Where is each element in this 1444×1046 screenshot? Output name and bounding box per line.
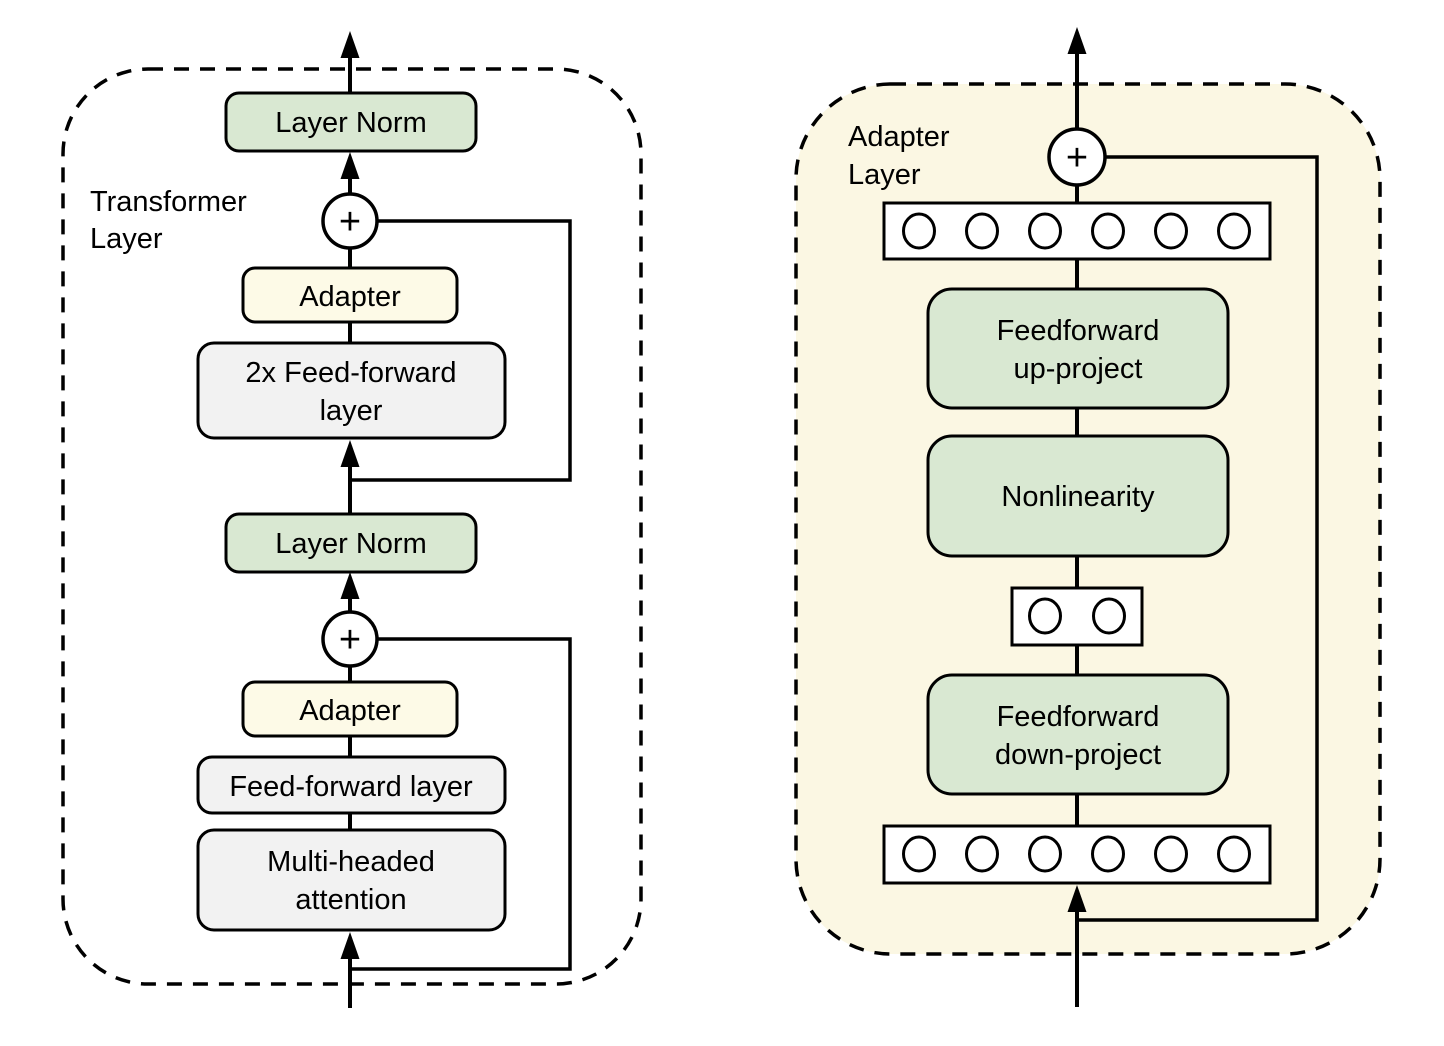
arrowhead-layernorm-top <box>340 152 360 179</box>
arrowhead-input <box>340 932 360 959</box>
feature-node-circle <box>1092 597 1126 635</box>
feedforward-layer-label: Feed-forward layer <box>229 771 473 803</box>
feature-node-circle <box>902 835 936 873</box>
feature-node-circle <box>1091 835 1125 873</box>
feature-node-circle <box>1028 835 1062 873</box>
adapter-layer-label-line1: Adapter <box>848 121 950 153</box>
feature-node-circle <box>965 835 999 873</box>
adapter-layer-panel: Adapter Layer + Feedfo <box>794 27 1382 1007</box>
arrowhead-adapter-output <box>1067 27 1087 54</box>
feature-node-circle <box>1154 212 1188 250</box>
layer-norm-bottom-label: Layer Norm <box>275 528 427 560</box>
feature-node-circle <box>1028 212 1062 250</box>
feature-vector-row-top-box <box>882 201 1272 261</box>
arrowhead-layernorm-bottom <box>340 572 360 599</box>
plus-sign-bottom: + <box>339 619 361 661</box>
transformer-layer-label-line1: Transformer <box>90 186 247 218</box>
feature-node-circle <box>965 212 999 250</box>
feature-vector-row-bottom-box <box>882 824 1272 885</box>
skip-connection-bottom <box>350 637 572 971</box>
feedforward-down-project-label-line2: down-project <box>995 739 1161 771</box>
feedforward-2x-label-line1: 2x Feed-forward <box>245 357 456 389</box>
adapter-bottom-label: Adapter <box>299 695 401 727</box>
layer-norm-top-box <box>224 91 478 153</box>
feedforward-up-project-box <box>926 287 1230 410</box>
feedforward-2x-label-line2: layer <box>320 395 383 427</box>
feature-node-circle <box>902 212 936 250</box>
adapter-bottom-box <box>241 680 459 738</box>
feature-vector-row-bottom <box>882 824 1272 885</box>
nonlinearity-box <box>926 434 1230 558</box>
transformer-layer-label-line2: Layer <box>90 223 163 255</box>
feedforward-2x-box <box>196 341 507 440</box>
adapter-plus-sign: + <box>1066 137 1088 179</box>
feature-node-circle <box>1154 835 1188 873</box>
transformer-layer-panel: Transformer Layer Layer Norm <box>61 31 643 1008</box>
feedforward-down-project-box <box>926 673 1230 796</box>
layer-norm-top-label: Layer Norm <box>275 107 427 139</box>
feature-node-circle <box>1217 835 1251 873</box>
feature-vector-row-top <box>882 201 1272 261</box>
adapter-top-label: Adapter <box>299 281 401 313</box>
plus-sign-top: + <box>339 201 361 243</box>
nonlinearity-label: Nonlinearity <box>1001 481 1155 513</box>
layer-norm-bottom-box <box>224 512 478 574</box>
multi-headed-attention-label-line2: attention <box>295 884 406 916</box>
feature-node-circle <box>1028 597 1062 635</box>
skip-connection-top <box>350 219 572 482</box>
multi-headed-attention-label-line1: Multi-headed <box>267 846 435 878</box>
multi-headed-attention-box <box>196 828 507 932</box>
arrowhead-adapter-input <box>1067 885 1087 912</box>
feedforward-down-project-label-line1: Feedforward <box>997 701 1160 733</box>
add-circle-top <box>321 192 379 250</box>
adapter-add-circle <box>1047 127 1107 187</box>
adapter-layer-label-line2: Layer <box>848 159 921 191</box>
feedforward-layer-box <box>196 755 507 815</box>
arrowhead-ff2x <box>340 440 360 467</box>
feature-node-circle <box>1217 212 1251 250</box>
arrowhead-output <box>340 31 360 58</box>
feedforward-up-project-label-line2: up-project <box>1014 353 1143 385</box>
bottleneck-row <box>1010 586 1144 647</box>
add-circle-bottom <box>321 610 379 668</box>
feedforward-up-project-label-line1: Feedforward <box>997 315 1160 347</box>
adapter-top-box <box>241 266 459 324</box>
adapter-skip-connection <box>1077 155 1319 922</box>
feature-node-circle <box>1091 212 1125 250</box>
